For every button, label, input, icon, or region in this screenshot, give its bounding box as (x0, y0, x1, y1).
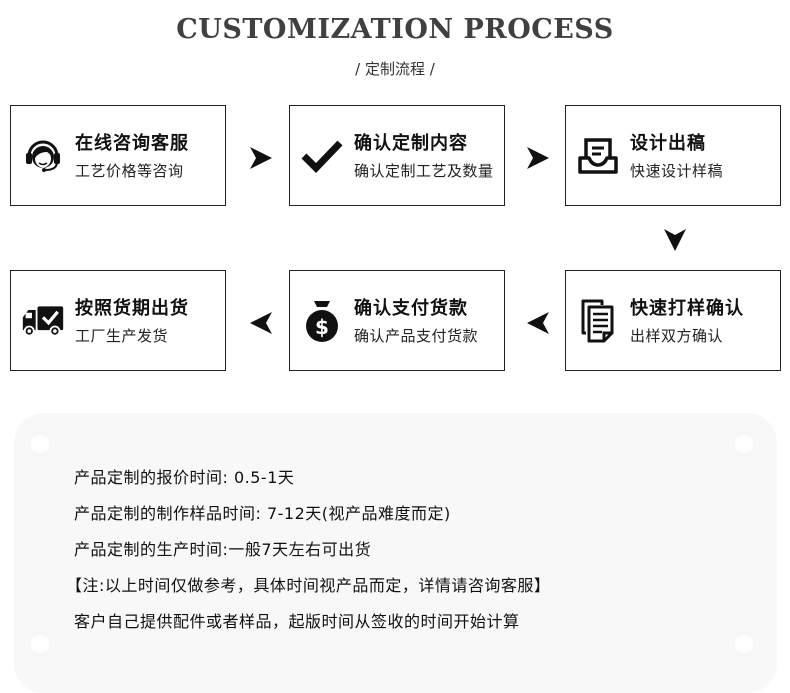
step-subtitle: 确认产品支付货款 (354, 327, 479, 345)
decorative-dot (735, 635, 753, 653)
step-title: 在线咨询客服 (75, 133, 189, 154)
documents-icon (576, 295, 620, 347)
note-disclaimer: 【注:以上时间仅做参考，具体时间视产品而定，详情请咨询客服】 (66, 576, 551, 595)
inbox-tray-icon (576, 130, 620, 182)
decorative-dot (31, 635, 49, 653)
step-title: 确认定制内容 (354, 133, 468, 154)
arrow-left-icon (250, 312, 272, 334)
step-title: 快速打样确认 (630, 298, 744, 319)
timing-notes: 产品定制的报价时间: 0.5-1天 产品定制的制作样品时间: 7-12天(视产品… (66, 460, 550, 640)
info-panel (14, 413, 777, 693)
note-sample-time: 产品定制的制作样品时间: 7-12天(视产品难度而定) (74, 504, 451, 523)
step-subtitle: 确认定制工艺及数量 (354, 162, 494, 180)
arrow-right-icon (527, 147, 549, 169)
step-title: 确认支付货款 (354, 298, 468, 319)
decorative-dot (735, 435, 753, 453)
headset-icon (21, 130, 65, 182)
arrow-down-icon (664, 229, 686, 251)
step-subtitle: 工艺价格等咨询 (75, 162, 184, 180)
step-title: 设计出稿 (630, 133, 706, 154)
step-confirm-content: 确认定制内容 确认定制工艺及数量 (289, 105, 505, 206)
step-subtitle: 出样双方确认 (630, 327, 724, 345)
note-production-time: 产品定制的生产时间:一般7天左右可出货 (74, 540, 372, 559)
page-title: CUSTOMIZATION PROCESS (176, 14, 614, 45)
step-title: 按照货期出货 (75, 298, 189, 319)
delivery-truck-icon (21, 295, 65, 347)
step-confirm-payment: $ 确认支付货款 确认产品支付货款 (289, 270, 505, 371)
step-quick-sample: 快速打样确认 出样双方确认 (565, 270, 781, 371)
arrow-right-icon (250, 147, 272, 169)
checkmark-icon (300, 130, 344, 182)
note-quote-time: 产品定制的报价时间: 0.5-1天 (74, 468, 295, 487)
step-design-draft: 设计出稿 快速设计样稿 (565, 105, 781, 206)
decorative-dot (31, 435, 49, 453)
step-subtitle: 工厂生产发货 (75, 327, 169, 345)
arrow-left-icon (527, 312, 549, 334)
money-bag-icon: $ (300, 295, 344, 347)
step-online-consult: 在线咨询客服 工艺价格等咨询 (10, 105, 226, 206)
svg-text:$: $ (315, 315, 329, 339)
note-customer-materials: 客户自己提供配件或者样品，起版时间从签收的时间开始计算 (74, 612, 520, 631)
page-subtitle: / 定制流程 / (355, 60, 435, 78)
step-subtitle: 快速设计样稿 (630, 162, 724, 180)
step-ship-on-schedule: 按照货期出货 工厂生产发货 (10, 270, 226, 371)
